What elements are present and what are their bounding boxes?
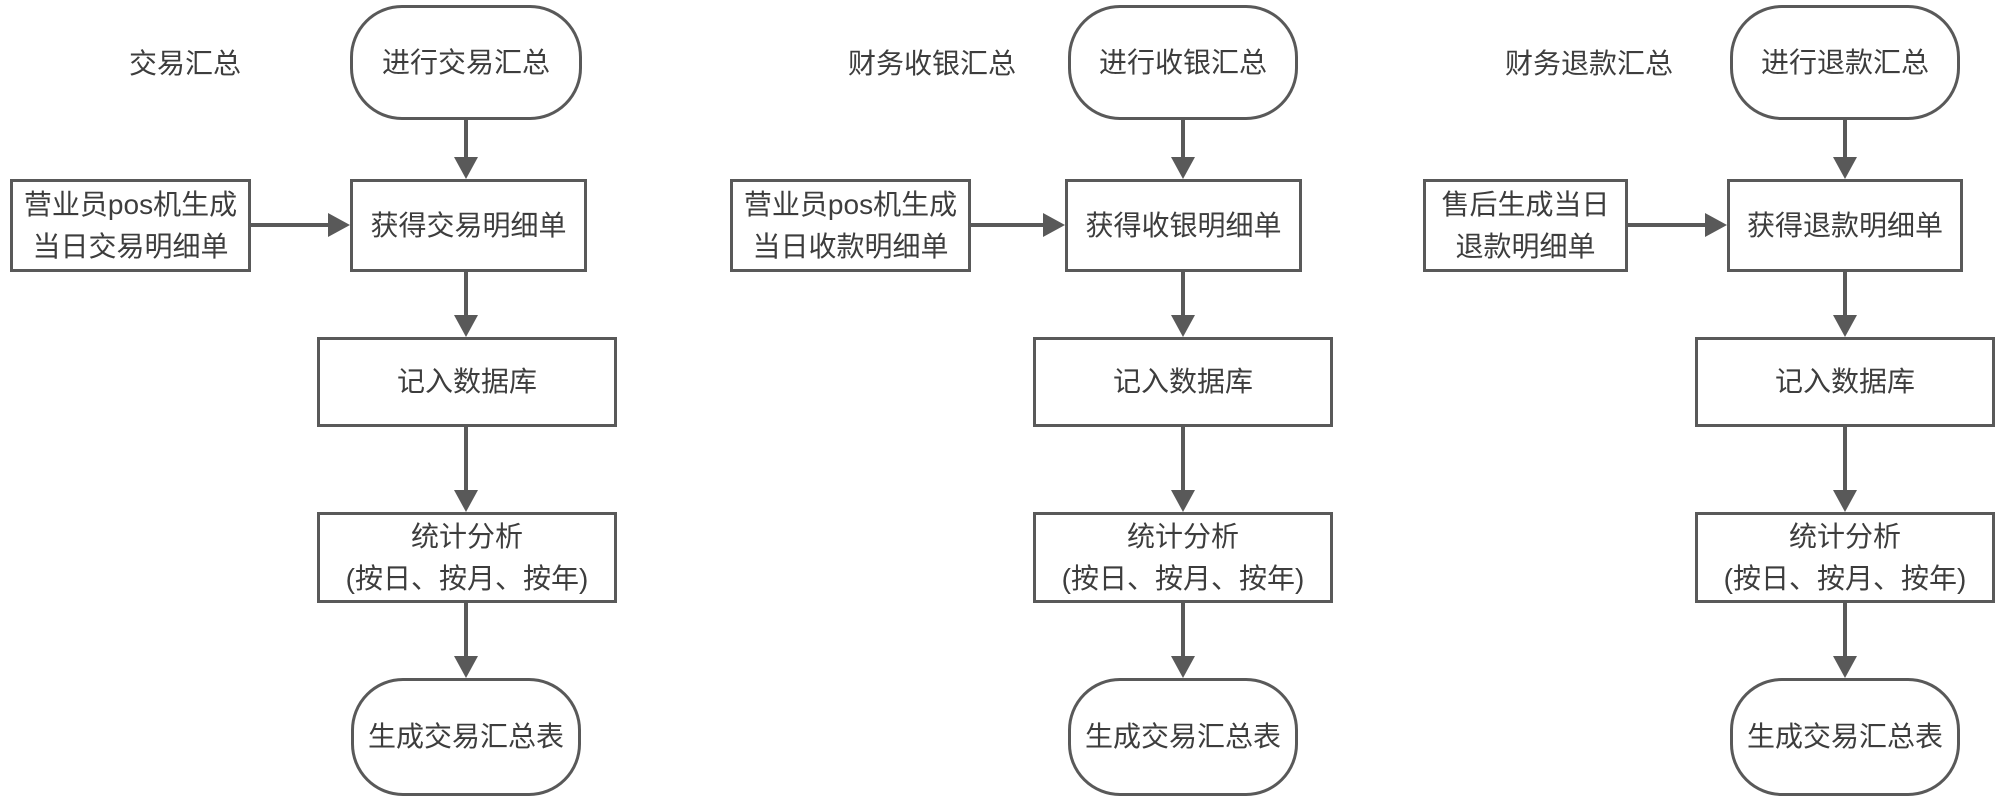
refund-section-label: 财务退款汇总 bbox=[1504, 48, 1674, 79]
cashier-flow-arrow-2 bbox=[1171, 272, 1195, 337]
transaction-flow-arrow-1 bbox=[454, 120, 478, 179]
refund-flow-arrow-1 bbox=[1833, 120, 1857, 179]
transaction-section-label: 交易汇总 bbox=[128, 48, 242, 79]
transaction-end-node: 生成交易汇总表 bbox=[351, 678, 581, 796]
transaction-stats-line1: 统计分析 bbox=[410, 520, 523, 552]
transaction-flow-arrow-2 bbox=[454, 272, 478, 337]
transaction-record-db-box: 记入数据库 bbox=[317, 337, 617, 427]
transaction-stats-line2: (按日、按月、按年) bbox=[345, 562, 589, 594]
transaction-acquire-label: 获得交易明细单 bbox=[370, 209, 567, 241]
cashier-flow-arrow-3 bbox=[1171, 427, 1195, 512]
refund-record-db-box: 记入数据库 bbox=[1695, 337, 1995, 427]
refund-end-label: 生成交易汇总表 bbox=[1746, 721, 1943, 752]
cashier-input-box: 营业员pos机生成 当日收款明细单 bbox=[730, 179, 971, 272]
refund-end-node: 生成交易汇总表 bbox=[1730, 678, 1960, 796]
cashier-acquire-box: 获得收银明细单 bbox=[1065, 179, 1302, 272]
transaction-input-box: 营业员pos机生成 当日交易明细单 bbox=[10, 179, 251, 272]
refund-stats-box: 统计分析 (按日、按月、按年) bbox=[1695, 512, 1995, 603]
cashier-input-line1: 营业员pos机生成 bbox=[743, 188, 958, 220]
refund-record-label: 记入数据库 bbox=[1774, 366, 1915, 397]
refund-start-label: 进行退款汇总 bbox=[1760, 46, 1929, 78]
cashier-end-node: 生成交易汇总表 bbox=[1068, 678, 1298, 796]
cashier-flow-arrow-1 bbox=[1171, 120, 1195, 179]
transaction-start-label: 进行交易汇总 bbox=[381, 46, 550, 78]
cashier-flow-arrow-4 bbox=[1171, 603, 1195, 678]
transaction-record-label: 记入数据库 bbox=[396, 366, 537, 397]
transaction-stats-box: 统计分析 (按日、按月、按年) bbox=[317, 512, 617, 603]
cashier-input-arrow bbox=[971, 213, 1065, 237]
transaction-input-line1: 营业员pos机生成 bbox=[23, 188, 238, 220]
cashier-start-label: 进行收银汇总 bbox=[1098, 46, 1267, 78]
refund-acquire-label: 获得退款明细单 bbox=[1746, 209, 1943, 241]
cashier-section-label: 财务收银汇总 bbox=[847, 48, 1017, 79]
cashier-stats-box: 统计分析 (按日、按月、按年) bbox=[1033, 512, 1333, 603]
refund-input-line2: 退款明细单 bbox=[1455, 230, 1596, 262]
transaction-acquire-box: 获得交易明细单 bbox=[350, 179, 587, 272]
refund-input-line1: 售后生成当日 bbox=[1441, 188, 1610, 220]
transaction-flow-arrow-3 bbox=[454, 427, 478, 512]
cashier-input-line2: 当日收款明细单 bbox=[752, 230, 949, 262]
cashier-end-label: 生成交易汇总表 bbox=[1084, 721, 1281, 752]
refund-start-node: 进行退款汇总 bbox=[1730, 5, 1960, 120]
transaction-input-arrow bbox=[251, 213, 350, 237]
refund-flow-arrow-3 bbox=[1833, 427, 1857, 512]
transaction-start-node: 进行交易汇总 bbox=[350, 5, 582, 120]
transaction-end-label: 生成交易汇总表 bbox=[367, 721, 564, 752]
refund-input-arrow bbox=[1628, 213, 1727, 237]
cashier-record-label: 记入数据库 bbox=[1112, 366, 1253, 397]
refund-stats-line1: 统计分析 bbox=[1788, 520, 1901, 552]
cashier-stats-line2: (按日、按月、按年) bbox=[1061, 562, 1305, 594]
refund-acquire-box: 获得退款明细单 bbox=[1727, 179, 1963, 272]
cashier-start-node: 进行收银汇总 bbox=[1068, 5, 1298, 120]
cashier-acquire-label: 获得收银明细单 bbox=[1085, 209, 1282, 241]
refund-flow-arrow-4 bbox=[1833, 603, 1857, 678]
refund-stats-line2: (按日、按月、按年) bbox=[1723, 562, 1967, 594]
refund-flow-arrow-2 bbox=[1833, 272, 1857, 337]
cashier-record-db-box: 记入数据库 bbox=[1033, 337, 1333, 427]
transaction-input-line2: 当日交易明细单 bbox=[32, 230, 229, 262]
transaction-flow-arrow-4 bbox=[454, 603, 478, 678]
refund-input-box: 售后生成当日 退款明细单 bbox=[1423, 179, 1628, 272]
cashier-stats-line1: 统计分析 bbox=[1126, 520, 1239, 552]
